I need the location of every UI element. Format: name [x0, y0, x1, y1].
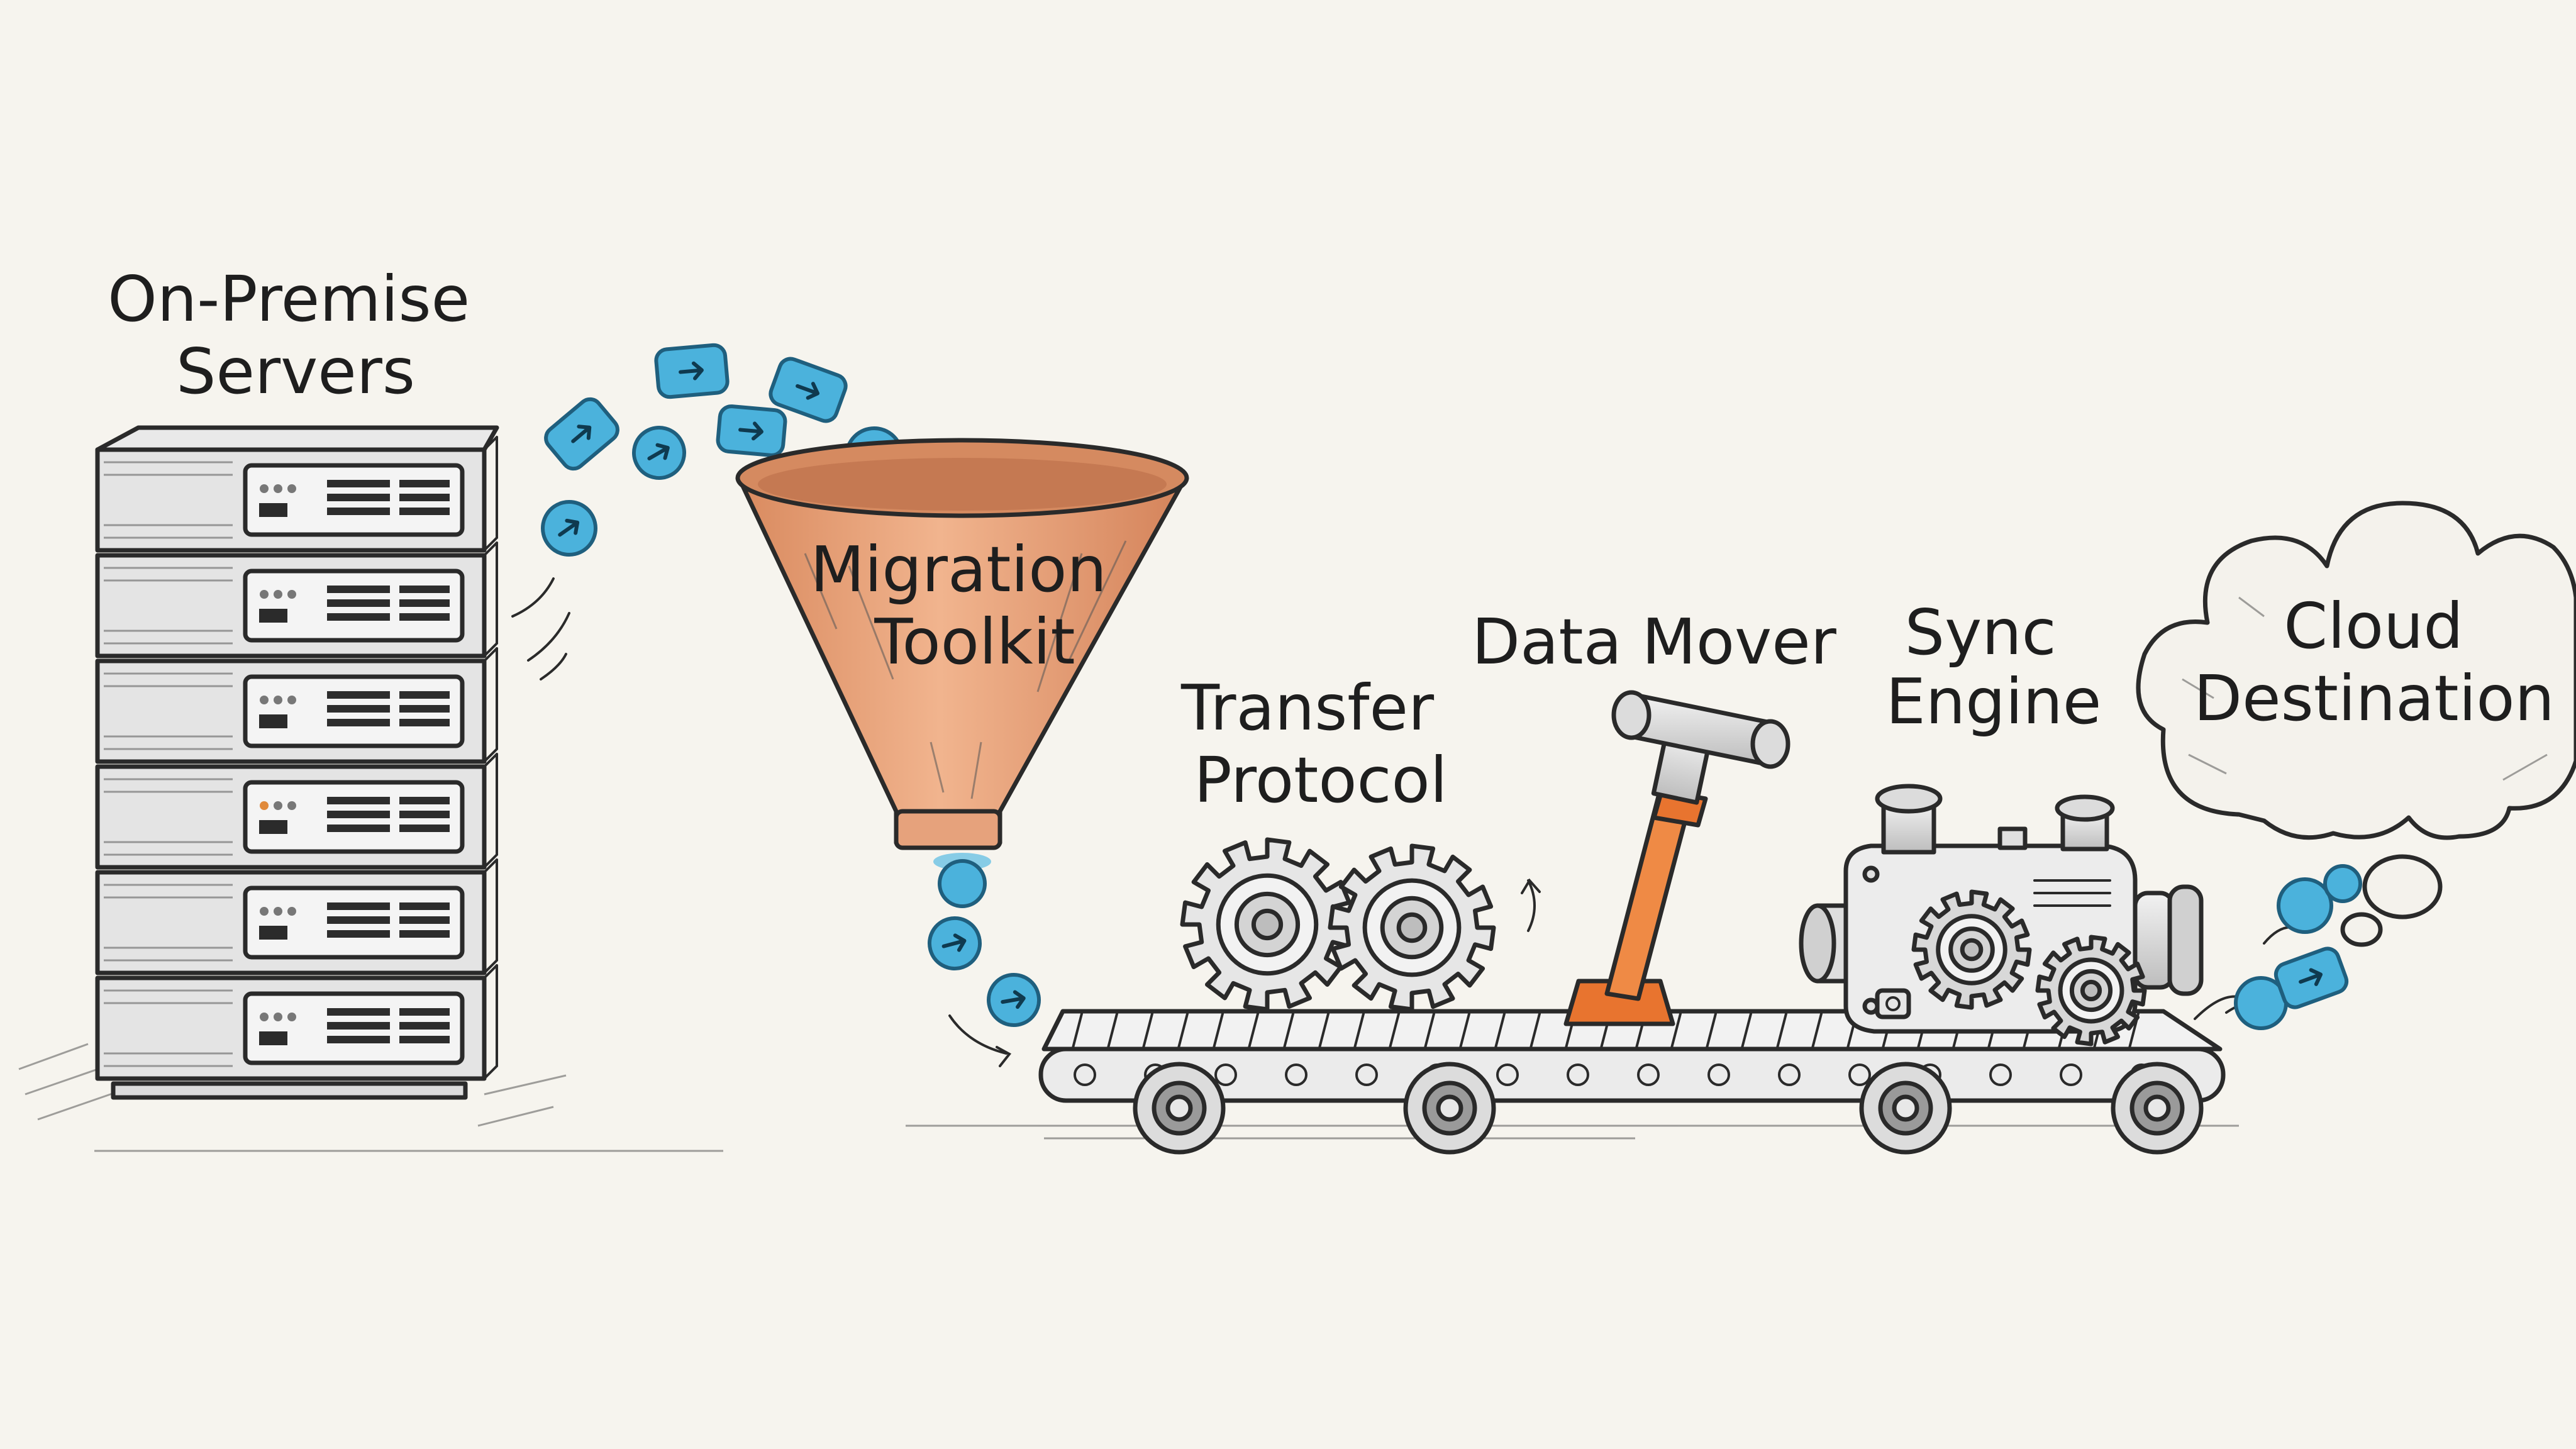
gear-pair: [1180, 837, 1496, 1012]
data-packet-icon: [541, 500, 597, 557]
server-unit: [95, 753, 498, 870]
label-sync-line2: Engine: [1886, 665, 2102, 738]
label-mover-line1: Data Mover: [1472, 605, 1837, 679]
wheel: [2111, 1062, 2204, 1155]
label-mover: Data Mover: [1472, 605, 1837, 679]
server-rack-icon: [18, 425, 723, 1152]
data-packet-icon: [938, 859, 987, 908]
label-servers-line2: Servers: [176, 335, 415, 408]
engine-icon: [1799, 784, 2204, 1046]
data-packet-icon: [769, 357, 848, 423]
wheel: [1859, 1062, 1952, 1155]
server-unit: [95, 541, 498, 658]
data-packet-icon: [2273, 947, 2349, 1009]
label-toolkit-line1: Migration: [810, 533, 1106, 606]
label-cloud-line2: Destination: [2194, 662, 2555, 735]
hammer-icon: [1563, 690, 1790, 1026]
label-servers: On-Premise Servers: [108, 262, 490, 408]
data-packet-icon: [2277, 877, 2333, 934]
label-protocol-line1: Transfer: [1180, 671, 1435, 745]
data-packet-icon: [716, 404, 787, 457]
data-packet-icon: [2323, 864, 2362, 903]
data-packet-icon: [632, 426, 686, 480]
wheel: [1133, 1062, 1226, 1155]
data-packet-icon: [987, 973, 1041, 1027]
label-cloud: Cloud Destination: [2194, 589, 2555, 735]
server-unit: [95, 436, 498, 553]
data-packets-outbound: [928, 859, 1041, 1067]
server-unit: [95, 647, 498, 764]
server-unit: [95, 858, 498, 975]
label-toolkit-line2: Toolkit: [874, 605, 1075, 679]
cloud-icon: [2136, 501, 2576, 947]
gear-icon: [1911, 889, 2032, 1010]
label-servers-line1: On-Premise: [108, 262, 470, 336]
label-cloud-line1: Cloud: [2284, 589, 2463, 663]
label-protocol-line2: Protocol: [1194, 743, 1448, 817]
data-packet-icon: [654, 343, 730, 399]
gear-icon: [2035, 935, 2147, 1046]
gear-icon: [1180, 837, 1355, 1012]
wheel: [1403, 1062, 1496, 1155]
server-unit: [95, 964, 498, 1081]
label-toolkit: Migration Toolkit: [810, 533, 1126, 679]
funnel-icon: [735, 438, 1189, 870]
label-sync: Sync Engine: [1886, 596, 2102, 738]
data-packet-icon: [928, 916, 982, 970]
label-protocol: Transfer Protocol: [1180, 671, 1454, 817]
gear-icon: [1328, 843, 1496, 1012]
data-packets-to-cloud: [2194, 864, 2362, 1030]
label-sync-line1: Sync: [1905, 596, 2057, 669]
data-packet-icon: [544, 397, 619, 471]
conveyor-icon: [906, 1009, 2239, 1155]
